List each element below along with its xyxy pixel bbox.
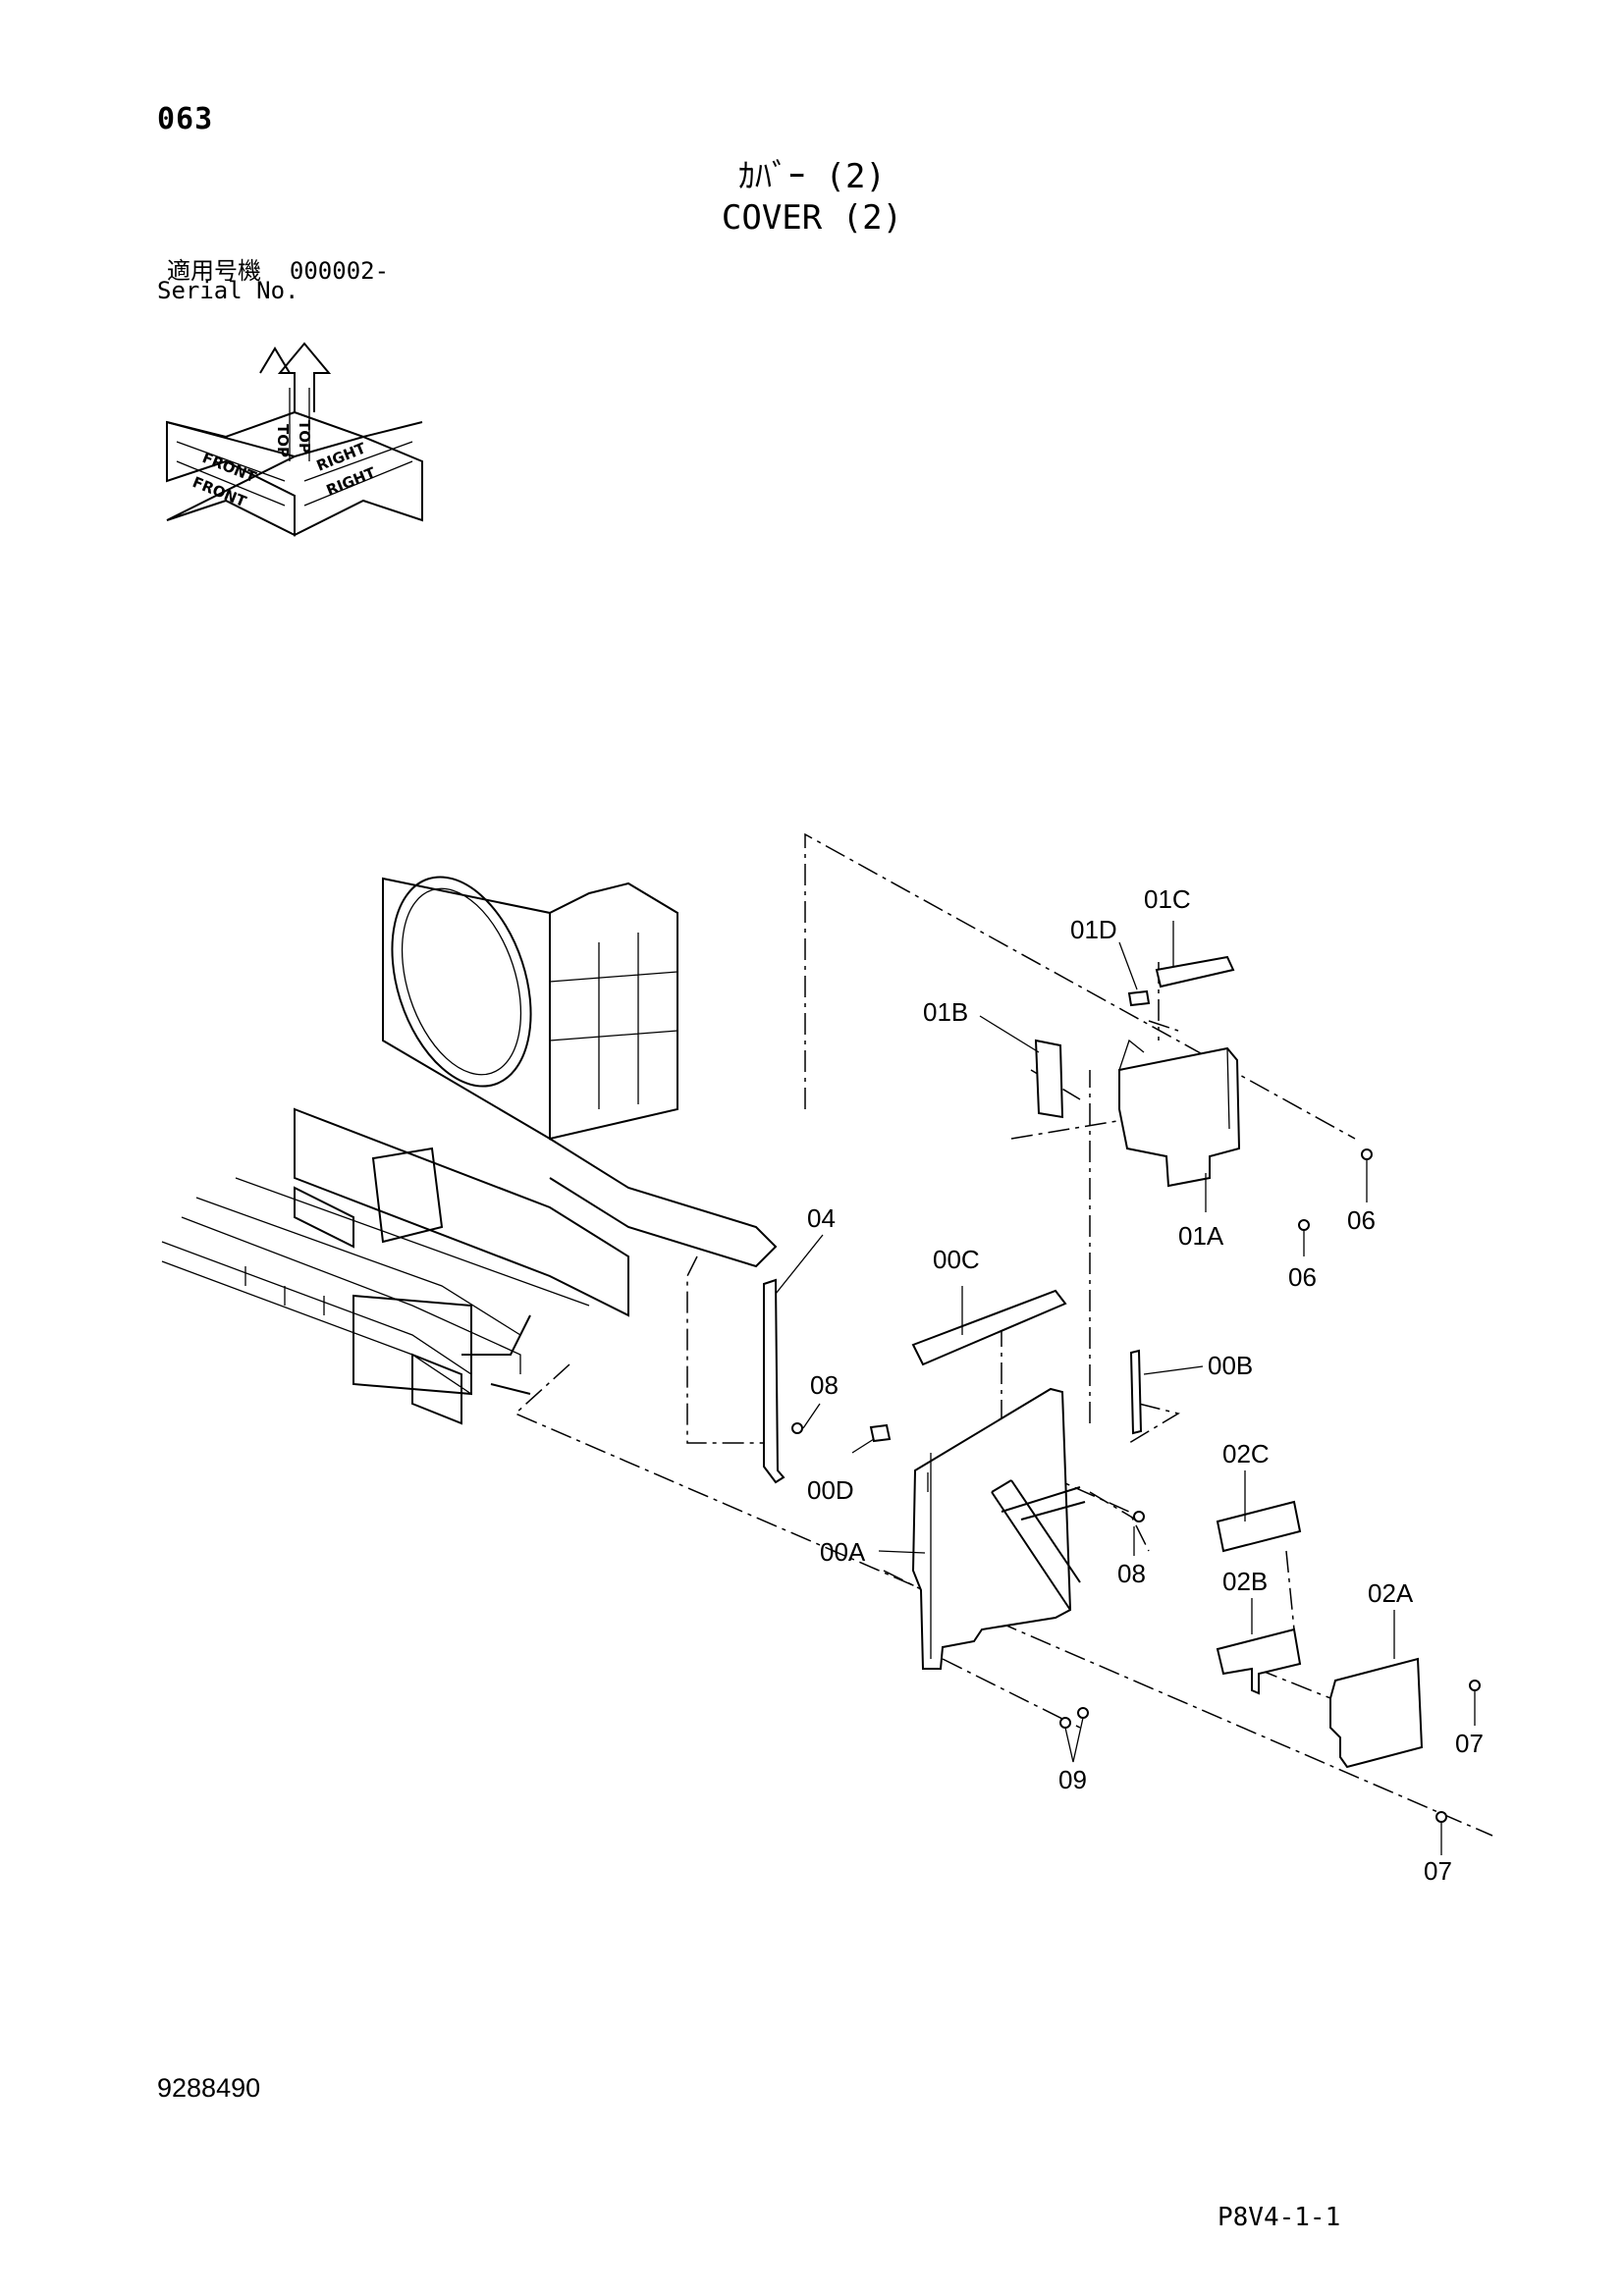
callout-01C: 01C	[1144, 884, 1191, 914]
part-06-screw-a	[1298, 1219, 1310, 1231]
part-09-screw-a	[1059, 1717, 1071, 1729]
serial-label-jp-text: 適用号機	[167, 257, 261, 285]
document-code: P8V4-1-1	[1218, 2203, 1341, 2232]
callout-00A: 00A	[820, 1537, 866, 1567]
part-08-screw-a	[791, 1422, 803, 1434]
callout-02C: 02C	[1222, 1439, 1270, 1468]
part-00A	[911, 1387, 1072, 1670]
title-english: COVER (2)	[721, 198, 903, 238]
orientation-indicator-icon: FRONT FRONT TOP TOP RIGHT RIGHT	[166, 342, 423, 537]
part-09-screw-b	[1077, 1707, 1089, 1719]
part-04	[763, 1278, 785, 1484]
callout-00B: 00B	[1208, 1351, 1253, 1380]
callout-01D: 01D	[1070, 915, 1117, 944]
callout-00C: 00C	[933, 1245, 980, 1274]
callout-06-a: 06	[1288, 1262, 1317, 1292]
serial-label-japanese: 適用号機 000002-	[167, 251, 389, 286]
cover-00-group	[869, 1289, 1145, 1729]
callout-01B: 01B	[923, 997, 968, 1027]
machine-frame	[161, 876, 778, 1425]
cover-02-group	[1216, 1500, 1481, 1823]
part-07-screw-a	[1469, 1680, 1481, 1691]
part-00D	[869, 1423, 892, 1443]
callout-08-b: 08	[1117, 1559, 1146, 1588]
serial-label-english: Serial No.	[157, 277, 299, 304]
serial-value: 000002-	[289, 257, 390, 285]
part-00B	[1129, 1349, 1143, 1435]
reference-number: 9288490	[157, 2073, 261, 2103]
callout-08-a: 08	[810, 1370, 839, 1400]
cover-01-group	[1034, 955, 1373, 1231]
part-02C	[1216, 1500, 1302, 1553]
callout-01A: 01A	[1178, 1221, 1224, 1251]
part-02B	[1216, 1628, 1302, 1695]
part-01D	[1127, 989, 1151, 1007]
part-08-screw-b	[1133, 1511, 1145, 1522]
orientation-top-left: TOP	[274, 424, 292, 457]
part-01C	[1155, 955, 1235, 988]
part-00C	[911, 1289, 1067, 1366]
part-01B	[1034, 1039, 1064, 1119]
part-07-screw-b	[1435, 1811, 1447, 1823]
callout-06-b: 06	[1347, 1205, 1376, 1235]
part-01A	[1118, 1046, 1241, 1188]
callout-00D: 00D	[807, 1475, 854, 1505]
part-06-screw-b	[1361, 1148, 1373, 1160]
callout-07-b: 07	[1424, 1856, 1452, 1886]
callout-09: 09	[1058, 1765, 1087, 1794]
callout-07-a: 07	[1455, 1729, 1484, 1758]
orientation-top-right: TOP	[296, 420, 313, 454]
part-02A	[1329, 1657, 1424, 1769]
title-japanese: ｶﾊﾞｰ (2)	[738, 157, 886, 196]
callout-02A: 02A	[1368, 1578, 1414, 1608]
page-number: 063	[157, 102, 214, 136]
callout-04: 04	[807, 1203, 836, 1233]
callout-02B: 02B	[1222, 1567, 1268, 1596]
leader-lines	[775, 921, 1476, 1855]
